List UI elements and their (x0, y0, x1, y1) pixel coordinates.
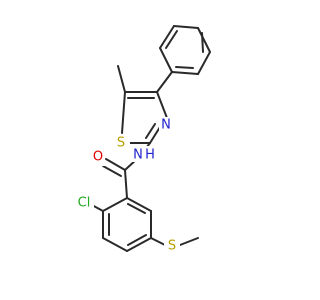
bond-ring-inner-3 (127, 203, 146, 214)
bonds (89, 25, 211, 252)
bond-methyl-c5 (117, 65, 126, 93)
bond-ring-s (150, 237, 166, 246)
bond-r1-r2 (102, 197, 128, 212)
atom-label-s-ring: S (117, 136, 125, 151)
atom-labels: S N N H O Cl S (74, 117, 180, 254)
atom-label-nh-n: N (133, 148, 143, 163)
atom-label-n-ring: N (161, 118, 171, 133)
structure-svg: S N N H O Cl S (74, 25, 211, 254)
bond-n3-c2-double (145, 123, 156, 139)
bond-phenyl-inner-3 (175, 66, 194, 69)
bond-ph4-ph5 (197, 27, 211, 53)
bond-c4-n3 (156, 91, 168, 119)
atom-label-o: O (93, 150, 103, 165)
bond-carbonyl-o (105, 158, 126, 171)
bond-c4-phenyl (156, 71, 173, 93)
bond-r3-r4 (102, 237, 128, 252)
bond-ph6-ph1 (171, 71, 199, 75)
bond-n3-c2 (149, 126, 161, 144)
atom-label-s-thioether: S (168, 239, 176, 254)
bond-phenyl-inner-1 (165, 30, 178, 49)
atom-label-nh-h: H (145, 148, 155, 163)
atom-label-cl: Cl (78, 196, 91, 211)
bond-ph2-ph3 (159, 25, 175, 49)
bond-phenyl-inner-2 (201, 32, 204, 53)
bond-r6-r1 (126, 197, 152, 212)
bond-carbonyl-o-double (102, 165, 122, 177)
bond-ring-inner-2 (127, 234, 147, 246)
bond-ph5-ph6 (197, 51, 211, 75)
bond-ph3-ph4 (173, 25, 199, 29)
bond-carbonyl-ring (124, 169, 128, 199)
bond-s1-c5 (121, 91, 126, 134)
bond-r4-r5 (126, 237, 152, 252)
bond-s-methyl (179, 237, 199, 246)
molecule-diagram: S N N H O Cl S (74, 25, 211, 254)
bond-ph1-ph2 (159, 47, 173, 73)
